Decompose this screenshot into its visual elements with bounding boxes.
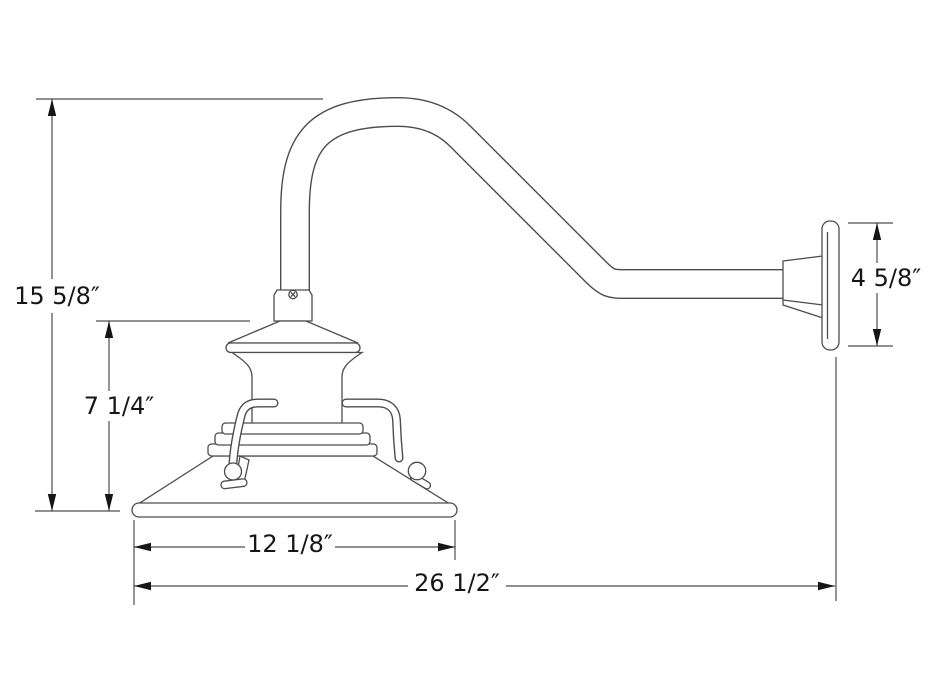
arrowhead-up — [104, 321, 114, 338]
arrowhead-down — [47, 494, 57, 511]
wall-backplate — [821, 220, 840, 351]
gooseneck-arm-fill — [281, 98, 792, 312]
wire-guard-left — [220, 398, 279, 490]
dimension-label-fixture-height: 7 1/4″ — [84, 392, 155, 420]
dimension-label-backplate-height: 4 5/8″ — [851, 264, 922, 292]
neck-cylinder — [229, 351, 365, 425]
shade-bottom-rim — [131, 502, 458, 518]
arrowhead-right — [818, 581, 835, 591]
swivel-collar — [273, 289, 313, 322]
step-ring-top — [221, 422, 364, 435]
dimension-label-overall-height: 15 5/8″ — [14, 282, 100, 310]
cap-cone — [227, 320, 359, 344]
wire-guard-left-ball — [223, 462, 243, 481]
dimension-annotations: 15 5/8″ 7 1/4″ 4 5/8″ 12 1/8″ — [14, 99, 921, 597]
dimension-shade-width: 12 1/8″ — [134, 530, 455, 558]
extension-lines — [35, 98, 893, 605]
wire-guard-right-fill — [342, 399, 403, 462]
arrowhead-down — [104, 494, 114, 511]
shade-cone — [136, 455, 452, 505]
fixture-drawing — [131, 96, 840, 518]
dimension-overall-projection: 26 1/2″ — [134, 569, 835, 597]
arrowhead-left — [134, 581, 151, 591]
wire-guard-right-ball — [407, 461, 427, 481]
arrowhead-down — [872, 329, 882, 346]
wire-guard-right — [341, 398, 432, 490]
dimension-label-shade-width: 12 1/8″ — [247, 530, 333, 558]
wall-mount-escutcheon — [782, 255, 824, 319]
arrowhead-right — [438, 542, 455, 552]
dimension-fixture-height: 7 1/4″ — [84, 321, 155, 511]
arrowhead-left — [134, 542, 151, 552]
arrowhead-up — [47, 99, 57, 116]
wire-guard-left-fill — [229, 399, 278, 467]
dimension-overall-height: 15 5/8″ — [14, 99, 100, 511]
arrowhead-up — [872, 223, 882, 240]
escutcheon-seam-line — [782, 299, 824, 306]
dimension-label-overall-projection: 26 1/2″ — [414, 569, 500, 597]
screw-slot-line — [290, 291, 296, 298]
cap-rim — [225, 342, 361, 354]
dimension-backplate-height: 4 5/8″ — [851, 223, 922, 346]
